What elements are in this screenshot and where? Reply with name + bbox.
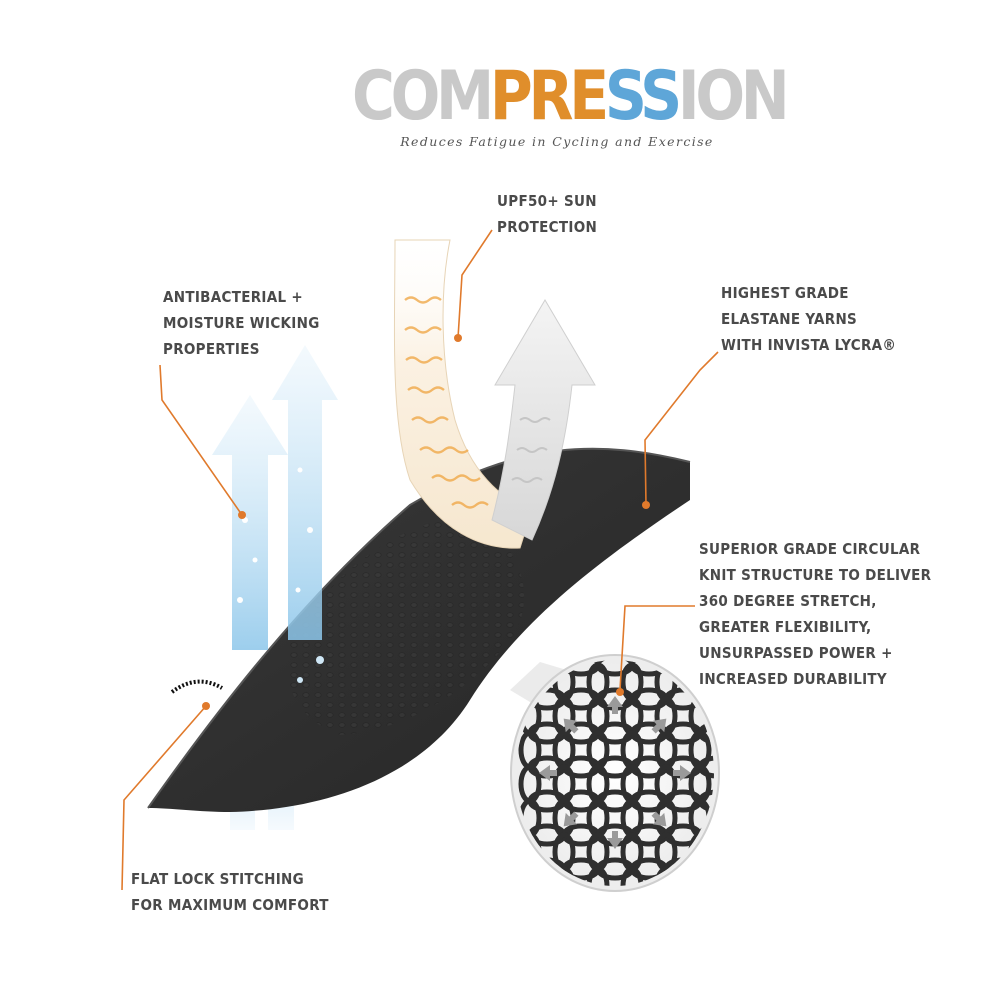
knit-loop <box>697 857 714 881</box>
logo-tagline: Reduces Fatigue in Cycling and Exercise <box>400 134 714 149</box>
stretch-arrow-icon <box>539 765 557 781</box>
knit-loop <box>586 866 610 886</box>
knit-loop <box>620 866 644 886</box>
logo-part: SS <box>604 57 682 136</box>
knit-loop <box>654 866 678 886</box>
callout-flatlock: FLAT LOCK STITCHING FOR MAXIMUM COMFORT <box>131 870 329 914</box>
callout-knit: SUPERIOR GRADE CIRCULAR KNIT STRUCTURE T… <box>699 540 932 688</box>
leader-dots <box>202 334 650 710</box>
stretch-arrow-icon <box>563 811 579 827</box>
fabric-mesh-texture <box>287 515 525 735</box>
knit-loop <box>663 660 703 677</box>
knit-loop <box>697 687 714 711</box>
leader-elastane <box>644 351 719 506</box>
leader-flatlock <box>121 705 207 891</box>
stretch-arrow-icon <box>651 718 667 734</box>
callout-antibacterial: ANTIBACTERIAL + MOISTURE WICKING PROPERT… <box>163 288 320 358</box>
leader-upf <box>457 229 493 339</box>
knit-loop <box>688 866 712 886</box>
moisture-arrow-icon <box>212 345 338 683</box>
knit-loop <box>518 866 542 886</box>
leader-antibacterial <box>159 364 243 516</box>
knit-magnifier-icon <box>510 654 720 892</box>
logo-part: PRE <box>489 57 609 136</box>
brand-logo: COMPRESSION <box>352 57 790 136</box>
reflect-arrow-icon <box>491 299 596 541</box>
heat-arrow-icon <box>393 239 533 549</box>
callout-elastane: HIGHEST GRADE ELASTANE YARNS WITH INVIST… <box>721 284 897 354</box>
stretch-arrow-icon <box>563 718 579 734</box>
stretch-arrow-icon <box>607 831 623 849</box>
logo-part: COM <box>352 57 494 136</box>
flatlock-seam <box>170 679 224 694</box>
stretch-arrow-icon <box>607 696 623 714</box>
callout-upf: UPF50+ SUN PROTECTION <box>497 192 598 236</box>
stretch-arrow-icon <box>651 811 667 827</box>
knit-loop <box>552 866 576 886</box>
leader-lines <box>121 229 719 891</box>
leader-knit <box>619 605 695 691</box>
logo-part: ION <box>677 57 790 136</box>
stretch-arrow-icon <box>673 765 691 781</box>
